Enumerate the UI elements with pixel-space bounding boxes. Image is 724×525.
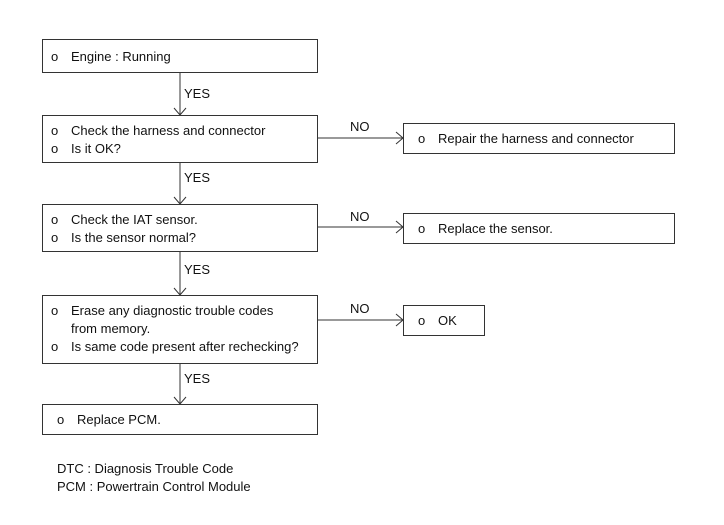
replace-pcm-text: Replace PCM. bbox=[77, 412, 161, 427]
start-line: o Engine : Running bbox=[51, 48, 317, 66]
bullet: o bbox=[51, 339, 59, 354]
harness-check-text: Check the harness and connector bbox=[71, 123, 266, 138]
replace-sensor-box: o Replace the sensor. bbox=[403, 213, 675, 244]
harness-check-line: o Check the harness and connector bbox=[51, 122, 317, 140]
yes-label-2: YES bbox=[184, 170, 211, 185]
harness-ok-text: Is it OK? bbox=[71, 141, 121, 156]
no-arrowhead-2 bbox=[395, 220, 404, 234]
sensor-normal-text: Is the sensor normal? bbox=[71, 230, 197, 245]
no-label-3: NO bbox=[350, 301, 370, 316]
yes-arrowhead-4 bbox=[173, 396, 187, 405]
bullet: o bbox=[51, 303, 59, 318]
bullet: o bbox=[51, 230, 59, 245]
replace-pcm-box: o Replace PCM. bbox=[42, 404, 318, 435]
iat-sensor-check-box: o Check the IAT sensor. o Is the sensor … bbox=[42, 204, 318, 252]
bullet: o bbox=[51, 141, 59, 156]
start-box: o Engine : Running bbox=[42, 39, 318, 73]
iat-check-text: Check the IAT sensor. bbox=[71, 212, 198, 227]
erase-codes-line: o Erase any diagnostic trouble codes fro… bbox=[51, 302, 317, 338]
sensor-normal-line: o Is the sensor normal? bbox=[51, 229, 317, 247]
replace-sensor-text: Replace the sensor. bbox=[438, 221, 553, 236]
recheck-line: o Is same code present after rechecking? bbox=[51, 338, 317, 356]
abbreviation-legend: DTC : Diagnosis Trouble Code PCM : Power… bbox=[57, 460, 251, 496]
no-arrowhead-1 bbox=[395, 131, 404, 145]
bullet: o bbox=[51, 212, 59, 227]
bullet: o bbox=[57, 412, 65, 427]
yes-arrowhead-3 bbox=[173, 287, 187, 296]
harness-ok-line: o Is it OK? bbox=[51, 140, 317, 158]
ok-box: o OK bbox=[403, 305, 485, 336]
yes-label-1: YES bbox=[184, 86, 211, 101]
bullet: o bbox=[418, 131, 426, 146]
replace-sensor-line: o Replace the sensor. bbox=[418, 220, 674, 238]
harness-check-box: o Check the harness and connector o Is i… bbox=[42, 115, 318, 163]
bullet: o bbox=[418, 313, 426, 328]
repair-harness-box: o Repair the harness and connector bbox=[403, 123, 675, 154]
iat-check-line: o Check the IAT sensor. bbox=[51, 211, 317, 229]
yes-label-3: YES bbox=[184, 262, 211, 277]
legend-pcm: PCM : Powertrain Control Module bbox=[57, 479, 251, 494]
yes-arrowhead-1 bbox=[173, 107, 187, 116]
erase-codes-text: Erase any diagnostic trouble codes from … bbox=[71, 303, 274, 336]
ok-line: o OK bbox=[418, 312, 484, 330]
no-label-2: NO bbox=[350, 209, 370, 224]
legend-dtc: DTC : Diagnosis Trouble Code bbox=[57, 461, 234, 476]
recheck-text: Is same code present after rechecking? bbox=[71, 339, 299, 354]
yes-label-4: YES bbox=[184, 371, 211, 386]
repair-harness-text: Repair the harness and connector bbox=[438, 131, 634, 146]
bullet: o bbox=[418, 221, 426, 236]
ok-text: OK bbox=[438, 313, 457, 328]
no-label-1: NO bbox=[350, 119, 370, 134]
replace-pcm-line: o Replace PCM. bbox=[57, 411, 317, 429]
start-text: Engine : Running bbox=[71, 49, 171, 64]
yes-arrowhead-2 bbox=[173, 196, 187, 205]
no-arrowhead-3 bbox=[395, 313, 404, 327]
bullet: o bbox=[51, 49, 59, 64]
bullet: o bbox=[51, 123, 59, 138]
repair-harness-line: o Repair the harness and connector bbox=[418, 130, 674, 148]
erase-codes-box: o Erase any diagnostic trouble codes fro… bbox=[42, 295, 318, 364]
